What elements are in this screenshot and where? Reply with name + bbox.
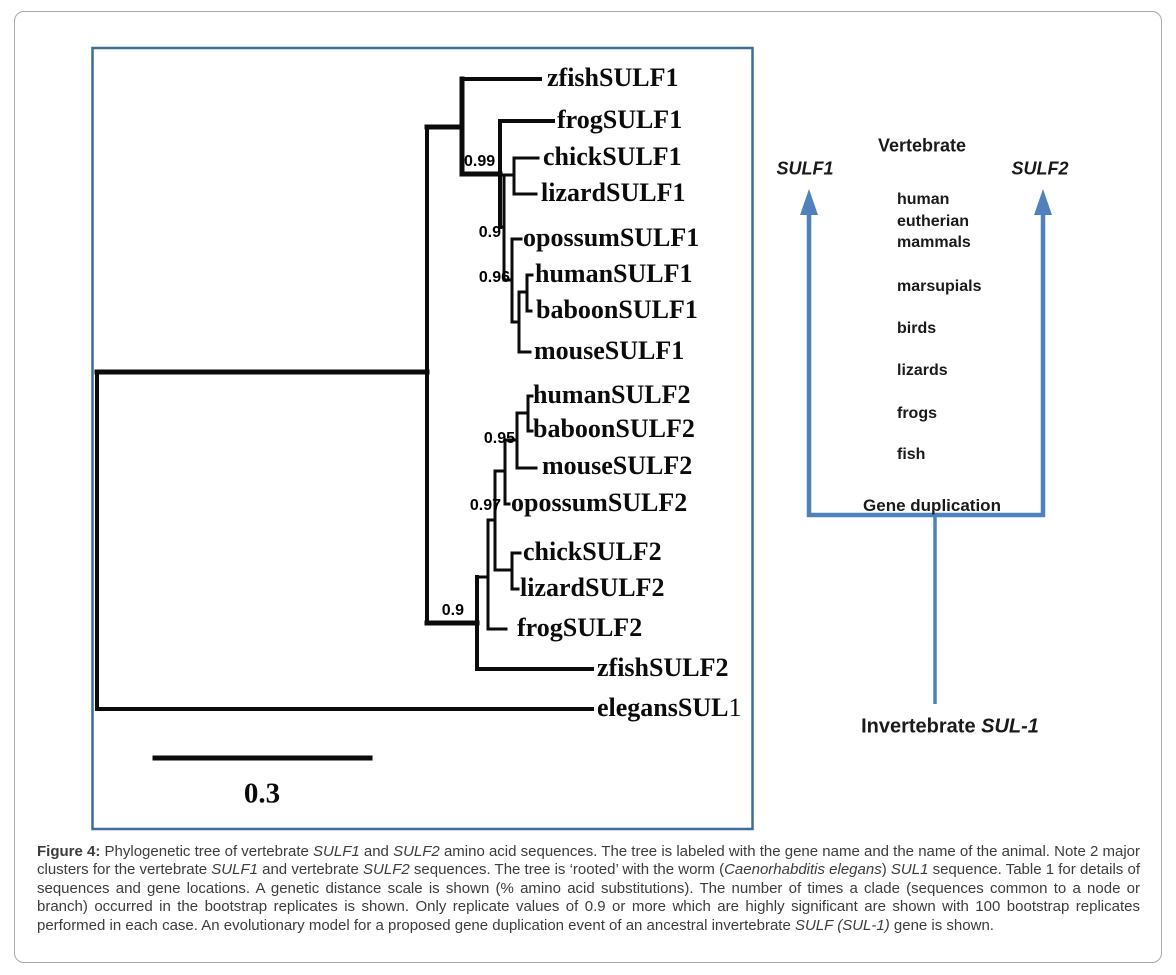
tip-label: chickSULF2 xyxy=(523,536,662,566)
tip-label: opossumSULF1 xyxy=(523,222,700,252)
tree-box xyxy=(91,46,754,831)
sulf2-gene-label: SULF2 xyxy=(1011,158,1069,179)
tip-label: baboonSULF2 xyxy=(533,413,695,443)
tip-label: frogSULF2 xyxy=(517,612,643,642)
group-label: birds xyxy=(897,320,937,337)
tip-label: lizardSULF2 xyxy=(520,572,665,602)
tip-label: humanSULF1 xyxy=(535,258,693,288)
invertebrate-root-label: Invertebrate SUL-1 xyxy=(861,715,1039,738)
sulf2-clade-branches xyxy=(475,394,538,631)
tip-label: lizardSULF1 xyxy=(541,177,686,207)
group-label: marsupials xyxy=(897,278,982,295)
group-label: frogs xyxy=(897,405,937,422)
tip-label: humanSULF2 xyxy=(533,379,691,409)
sulf1-clade-branches xyxy=(498,156,540,354)
tree-branches xyxy=(94,76,594,761)
group-label: human xyxy=(897,191,950,208)
group-label: lizards xyxy=(897,362,948,379)
group-label: eutherian xyxy=(897,213,970,230)
vertebrate-title: Vertebrate xyxy=(877,135,967,156)
tree-backbone-medium xyxy=(95,77,594,711)
tree-backbone-heavy xyxy=(94,76,503,626)
tip-label: opossumSULF2 xyxy=(511,487,688,517)
figure-caption: Figure 4: Phylogenetic tree of vertebrat… xyxy=(37,843,1140,934)
bootstrap-value: 0.9 xyxy=(478,224,501,241)
tip-label: zfishSULF2 xyxy=(597,652,729,682)
bootstrap-value: 0.9 xyxy=(441,602,464,619)
sulf1-gene-label: SULF1 xyxy=(776,158,834,179)
tip-label: elegansSUL1 xyxy=(597,692,742,722)
bootstrap-value: 0.97 xyxy=(469,497,501,514)
scale-value: 0.3 xyxy=(243,777,281,810)
group-label: mammals xyxy=(897,234,971,251)
tip-label: zfishSULF1 xyxy=(547,62,679,92)
duplication-model-arrows xyxy=(806,210,1046,704)
page-border xyxy=(14,11,1162,963)
gene-duplication-label: Gene duplication xyxy=(863,496,1001,515)
sulf1-arrowhead-icon xyxy=(800,189,818,215)
bootstrap-value: 0.95 xyxy=(483,430,515,447)
tip-label: mouseSULF2 xyxy=(542,450,693,480)
sulf2-arrowhead-icon xyxy=(1034,189,1052,215)
bootstrap-value: 0.99 xyxy=(464,153,496,170)
tip-label: mouseSULF1 xyxy=(534,335,685,365)
tip-label: chickSULF1 xyxy=(543,141,682,171)
group-label: fish xyxy=(897,446,926,463)
tip-label: frogSULF1 xyxy=(557,104,683,134)
tip-label: baboonSULF1 xyxy=(536,294,698,324)
bootstrap-value: 0.96 xyxy=(478,269,510,286)
